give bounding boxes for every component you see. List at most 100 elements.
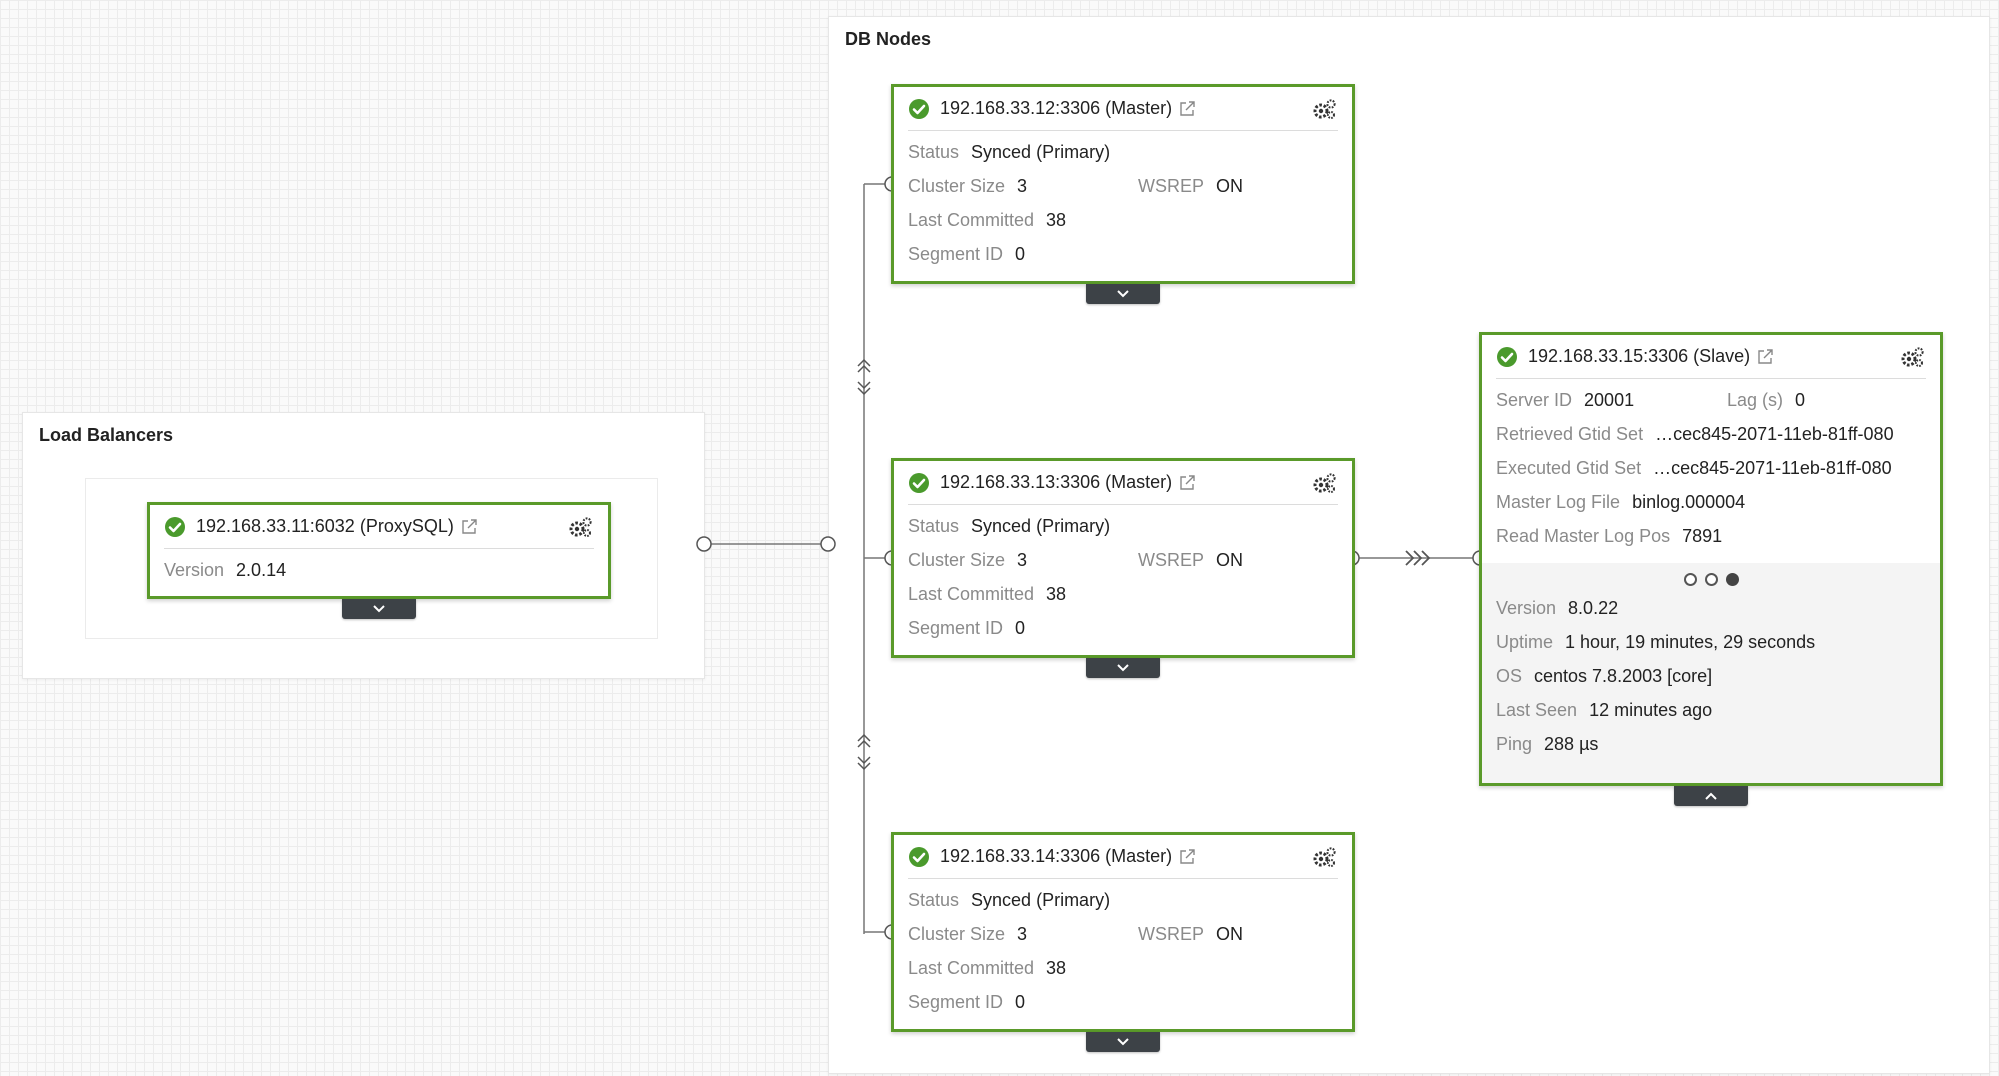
server-id-value: 20001 xyxy=(1584,390,1635,410)
chevron-down-icon xyxy=(1117,664,1129,672)
cluster-size-value: 3 xyxy=(1017,176,1028,196)
gear-icon[interactable] xyxy=(1312,472,1338,494)
card-header: 192.168.33.11:6032 (ProxySQL) xyxy=(164,505,594,549)
ping-value: 288 µs xyxy=(1544,734,1599,754)
last-committed-label: Last Committed xyxy=(908,210,1035,230)
status-row: Status Synced (Primary) xyxy=(908,890,1110,911)
retrieved-gtid-label: Retrieved Gtid Set xyxy=(1496,424,1644,444)
wsrep-row: WSREP ON xyxy=(1138,924,1243,945)
last-seen-value: 12 minutes ago xyxy=(1589,700,1713,720)
master-node-card[interactable]: 192.168.33.13:3306 (Master) Status Synced… xyxy=(891,458,1355,658)
carousel-dot-active[interactable] xyxy=(1725,573,1739,586)
retrieved-gtid-value: …cec845-2071-11eb-81ff-080 xyxy=(1655,424,1894,444)
card-header: 192.168.33.13:3306 (Master) xyxy=(908,461,1338,505)
check-circle-icon xyxy=(908,472,930,494)
status-label: Status xyxy=(908,142,960,162)
master-node-card[interactable]: 192.168.33.14:3306 (Master) Status Synced… xyxy=(891,832,1355,1032)
version-row: Version 2.0.14 xyxy=(164,560,286,581)
status-row: Status Synced (Primary) xyxy=(908,516,1110,537)
expand-button[interactable] xyxy=(1086,284,1160,304)
last-committed-label: Last Committed xyxy=(908,958,1035,978)
carousel-pager xyxy=(1482,573,1940,586)
node-title: 192.168.33.14:3306 (Master) xyxy=(940,846,1173,866)
card-header: 192.168.33.14:3306 (Master) xyxy=(908,835,1338,879)
check-circle-icon xyxy=(908,846,930,868)
segment-row: Segment ID 0 xyxy=(908,618,1025,639)
sync-arrows-icon xyxy=(857,733,871,771)
external-link-icon[interactable] xyxy=(1756,348,1774,366)
version-label: Version xyxy=(164,560,225,580)
master-node-card[interactable]: 192.168.33.12:3306 (Master) Status Synced… xyxy=(891,84,1355,284)
gear-icon[interactable] xyxy=(568,516,594,538)
last-committed-row: Last Committed 38 xyxy=(908,958,1066,979)
carousel-dot[interactable] xyxy=(1683,573,1697,586)
status-label: Status xyxy=(908,890,960,910)
version-value: 8.0.22 xyxy=(1568,598,1619,618)
uptime-row: Uptime 1 hour, 19 minutes, 29 seconds xyxy=(1496,632,1815,653)
node-title: 192.168.33.15:3306 (Slave) xyxy=(1528,346,1751,366)
wsrep-row: WSREP ON xyxy=(1138,176,1243,197)
os-label: OS xyxy=(1496,666,1523,686)
external-link-icon[interactable] xyxy=(1178,100,1196,118)
carousel-dot[interactable] xyxy=(1704,573,1718,586)
check-circle-icon xyxy=(908,98,930,120)
segment-value: 0 xyxy=(1015,618,1026,638)
external-link-icon[interactable] xyxy=(1178,474,1196,492)
chevron-down-icon xyxy=(1117,1038,1129,1046)
collapse-button[interactable] xyxy=(1674,786,1748,806)
node-title: 192.168.33.11:6032 (ProxySQL) xyxy=(196,516,454,536)
db-port xyxy=(820,536,836,552)
segment-label: Segment ID xyxy=(908,992,1004,1012)
cluster-size-row: Cluster Size 3 xyxy=(908,176,1027,197)
lb-node-card[interactable]: 192.168.33.11:6032 (ProxySQL) Version 2.0… xyxy=(147,502,611,599)
status-value: Synced (Primary) xyxy=(971,142,1111,162)
card-header: 192.168.33.15:3306 (Slave) xyxy=(1496,335,1926,379)
wsrep-label: WSREP xyxy=(1138,176,1205,196)
details-section xyxy=(1482,563,1940,783)
check-circle-icon xyxy=(164,516,186,538)
version-value: 2.0.14 xyxy=(236,560,287,580)
master-log-file-label: Master Log File xyxy=(1496,492,1621,512)
status-value: Synced (Primary) xyxy=(971,890,1111,910)
gear-icon[interactable] xyxy=(1900,346,1926,368)
executed-gtid-value: …cec845-2071-11eb-81ff-080 xyxy=(1653,458,1892,478)
last-committed-value: 38 xyxy=(1046,584,1067,604)
expand-button[interactable] xyxy=(342,599,416,619)
last-committed-value: 38 xyxy=(1046,958,1067,978)
node-title: 192.168.33.12:3306 (Master) xyxy=(940,98,1173,118)
external-link-icon[interactable] xyxy=(460,518,478,536)
chevron-down-icon xyxy=(1117,290,1129,298)
wsrep-label: WSREP xyxy=(1138,550,1205,570)
segment-label: Segment ID xyxy=(908,618,1004,638)
external-link-icon[interactable] xyxy=(1178,848,1196,866)
wsrep-label: WSREP xyxy=(1138,924,1205,944)
segment-label: Segment ID xyxy=(908,244,1004,264)
uptime-value: 1 hour, 19 minutes, 29 seconds xyxy=(1565,632,1816,652)
os-value: centos 7.8.2003 [core] xyxy=(1534,666,1713,686)
wsrep-value: ON xyxy=(1216,924,1244,944)
gear-icon[interactable] xyxy=(1312,846,1338,868)
retrieved-gtid-row: Retrieved Gtid Set …cec845-2071-11eb-81ff… xyxy=(1496,424,1894,445)
expand-button[interactable] xyxy=(1086,1032,1160,1052)
wsrep-value: ON xyxy=(1216,176,1244,196)
gear-icon[interactable] xyxy=(1312,98,1338,120)
status-label: Status xyxy=(908,516,960,536)
last-seen-label: Last Seen xyxy=(1496,700,1578,720)
expand-button[interactable] xyxy=(1086,658,1160,678)
cluster-size-label: Cluster Size xyxy=(908,176,1006,196)
executed-gtid-label: Executed Gtid Set xyxy=(1496,458,1642,478)
lag-label: Lag (s) xyxy=(1727,390,1784,410)
replication-arrows-icon xyxy=(1405,550,1431,566)
check-circle-icon xyxy=(1496,346,1518,368)
uptime-label: Uptime xyxy=(1496,632,1554,652)
status-value: Synced (Primary) xyxy=(971,516,1111,536)
cluster-size-value: 3 xyxy=(1017,550,1028,570)
